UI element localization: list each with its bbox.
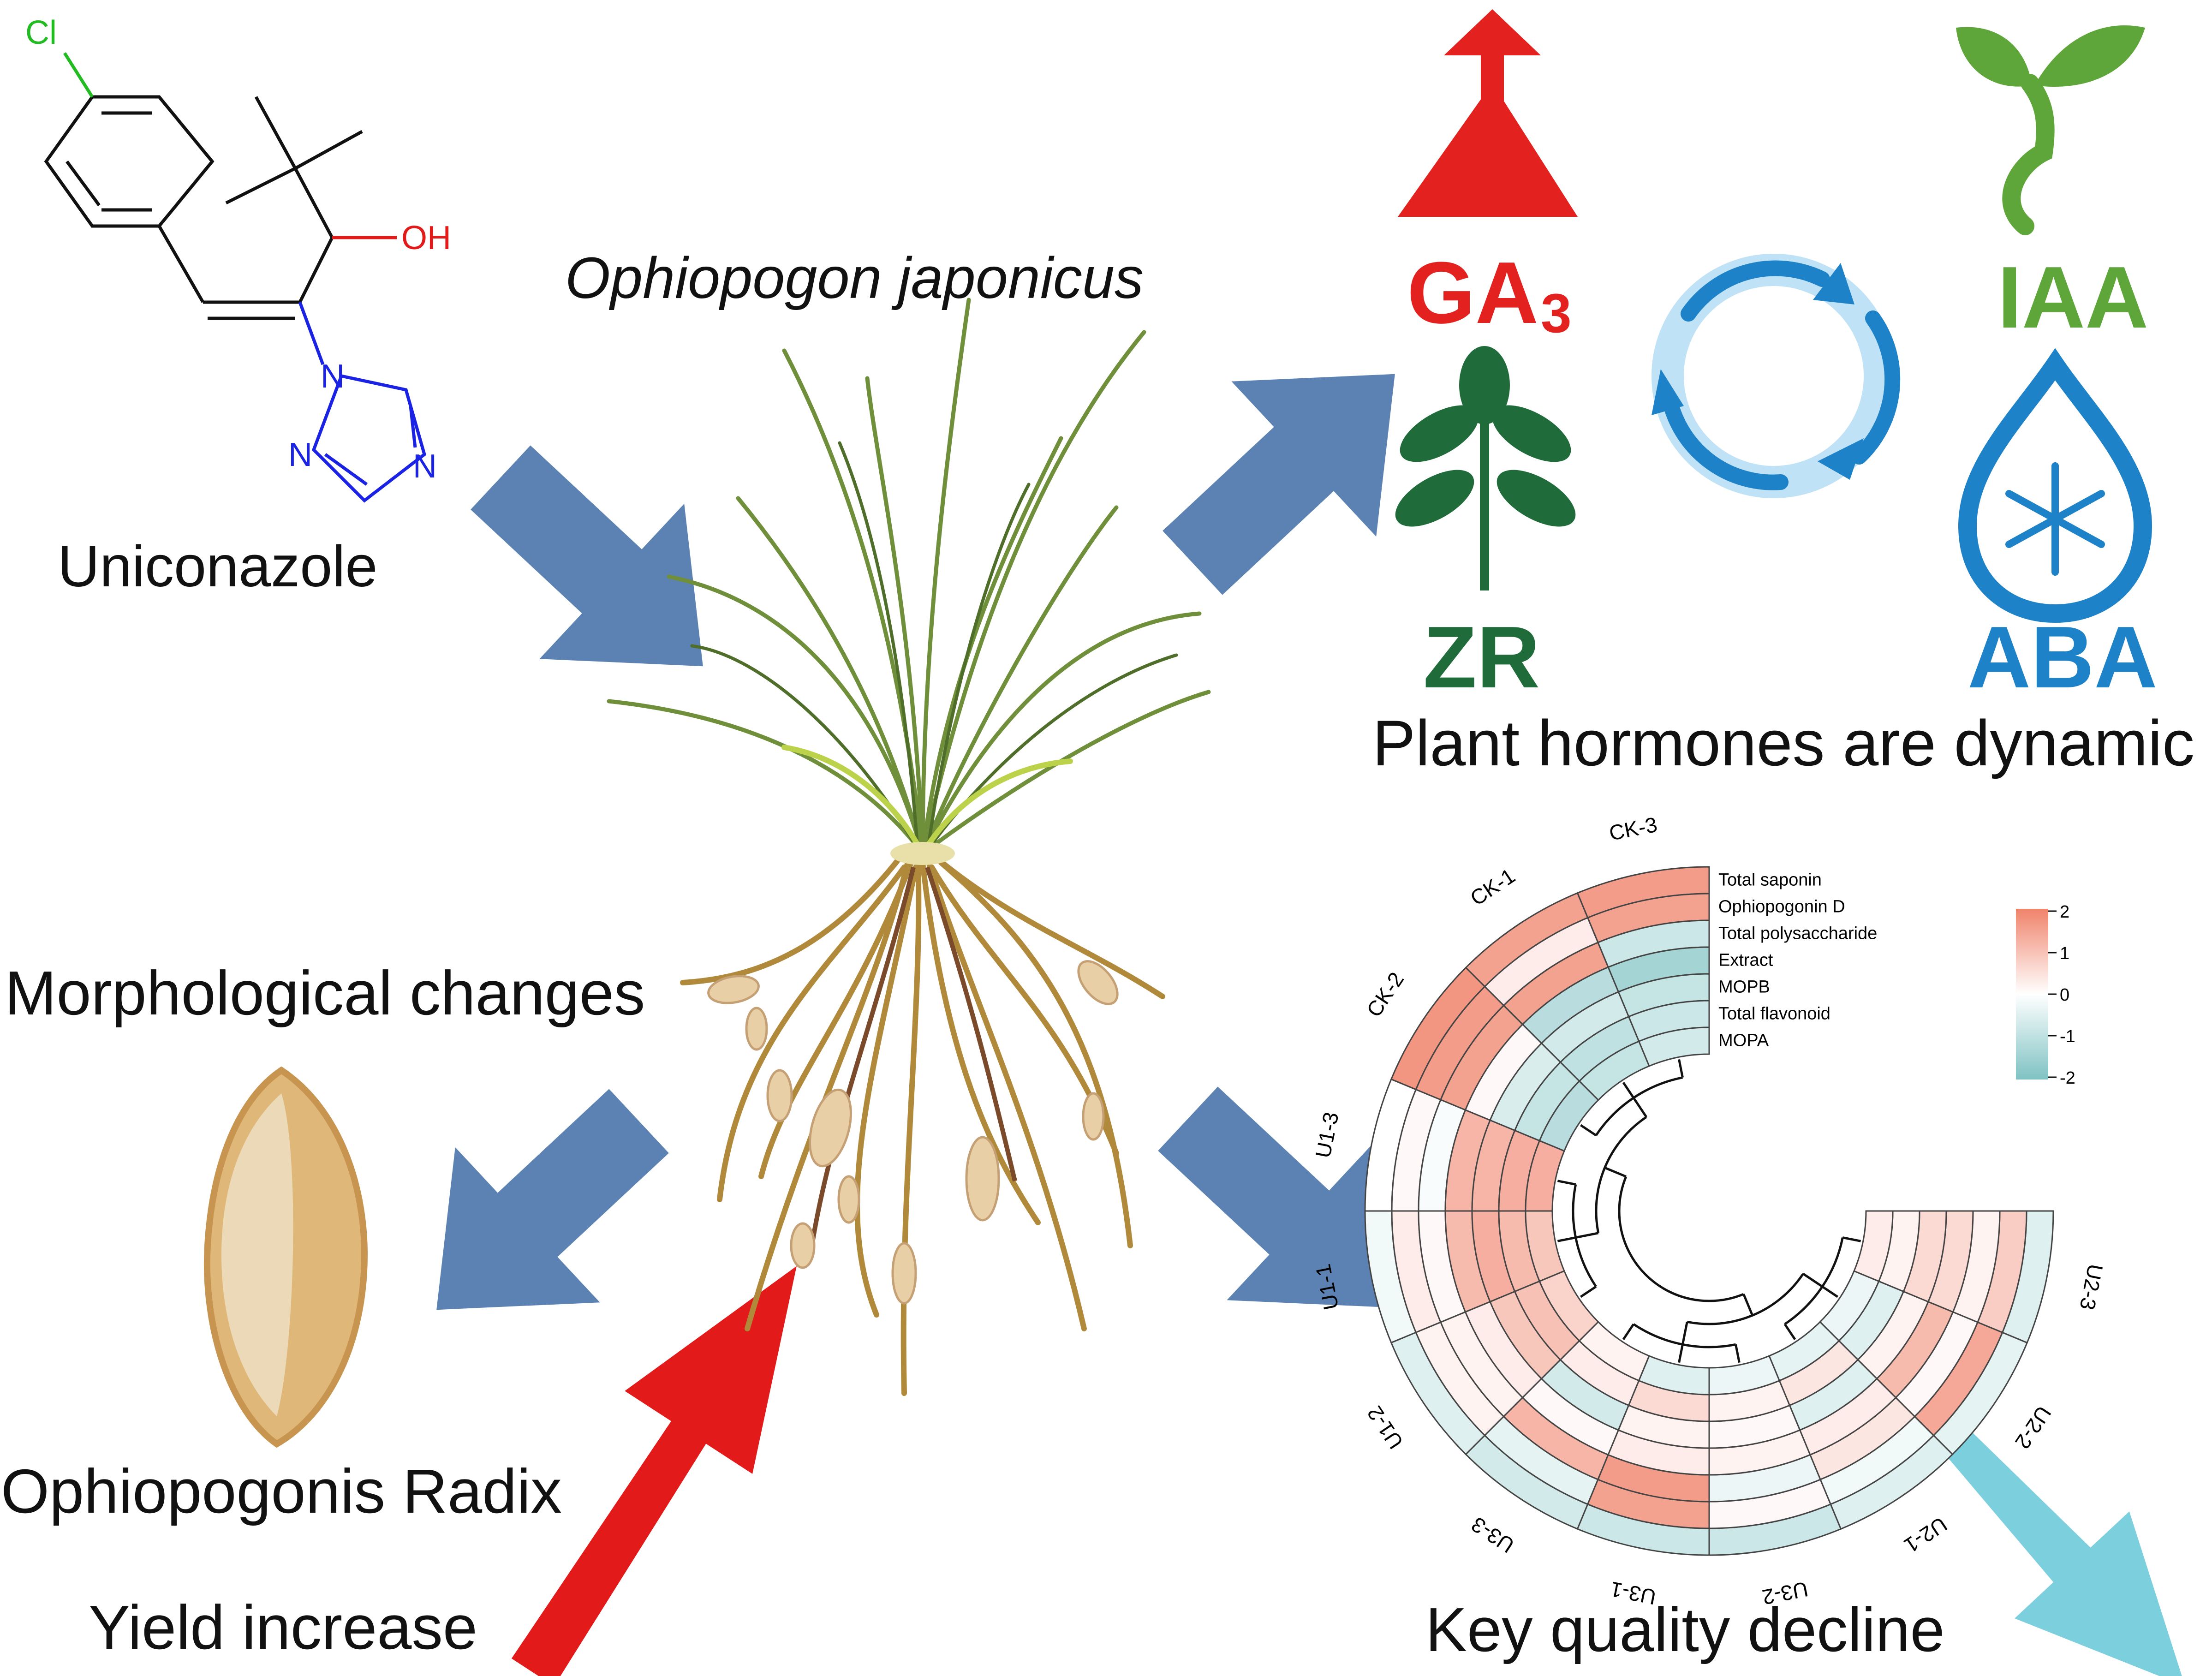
heatmap-column-label: U3-2 bbox=[1760, 1577, 1810, 1609]
legend-tick-label: 0 bbox=[2060, 985, 2069, 1005]
chlorine-atom: Cl bbox=[25, 14, 57, 51]
plant-species-label: Ophiopogon japonicus bbox=[565, 245, 1144, 310]
hormones-caption: Plant hormones are dynamic bbox=[1372, 707, 2194, 779]
radix-tuber-icon bbox=[203, 1066, 368, 1448]
heatmap-column-label: U3-3 bbox=[1467, 1512, 1519, 1558]
heatmap-row-label: MOPB bbox=[1718, 978, 1770, 997]
ga3-arrow-icon bbox=[1398, 9, 1578, 217]
nitrogen-atom-2: N bbox=[288, 436, 312, 473]
heatmap-column-label: U1-2 bbox=[1362, 1402, 1408, 1453]
aba-label: ABA bbox=[1968, 608, 2158, 706]
heatmap-row-label: Total polysaccharide bbox=[1718, 924, 1877, 943]
heatmap-row-label: Total flavonoid bbox=[1718, 1004, 1830, 1024]
yield-increase-arrow bbox=[511, 1266, 797, 1676]
arrow-molecule-to-plant bbox=[471, 445, 703, 667]
zr-sprig-icon bbox=[1395, 346, 1576, 590]
uniconazole-structure bbox=[44, 52, 427, 503]
aba-droplet-icon bbox=[1958, 348, 2152, 623]
legend-tick-label: -1 bbox=[2060, 1027, 2075, 1046]
heatmap-column-label: U2-1 bbox=[1900, 1512, 1951, 1558]
yield-caption: Yield increase bbox=[89, 1592, 477, 1662]
radix-caption: Ophiopogonis Radix bbox=[1, 1456, 562, 1526]
heatmap-cell bbox=[1853, 1210, 1894, 1282]
heatmap-column-label: U2-2 bbox=[2010, 1402, 2056, 1453]
morphology-caption: Morphological changes bbox=[5, 958, 645, 1028]
nitrogen-atom-3: N bbox=[413, 448, 437, 485]
legend-tick-label: 2 bbox=[2060, 902, 2069, 922]
heatmap-row-label: MOPA bbox=[1718, 1031, 1769, 1050]
heatmap-row-label: Total saponin bbox=[1718, 871, 1822, 890]
hydroxyl-group: OH bbox=[401, 220, 451, 256]
heatmap-row-label: Ophiopogonin D bbox=[1718, 897, 1845, 917]
heatmap-column-label: CK-3 bbox=[1607, 812, 1659, 845]
quality-decline-arrow bbox=[1928, 1412, 2185, 1676]
heatmap-legend-ticks: 2 1 0 -1 -2 bbox=[2048, 902, 2075, 1088]
arrow-plant-to-radix bbox=[436, 1089, 669, 1310]
heatmap-column-label: CK-2 bbox=[1362, 968, 1408, 1021]
heatmap-column-label: U2-3 bbox=[2075, 1262, 2107, 1312]
iaa-label: IAA bbox=[1997, 249, 2148, 346]
heatmap-cells bbox=[1364, 866, 2054, 1556]
heatmap-color-legend bbox=[2016, 909, 2048, 1080]
seedling-icon bbox=[1956, 25, 2145, 235]
uniconazole-label: Uniconazole bbox=[58, 534, 378, 599]
arrow-plant-to-quality bbox=[1158, 1086, 1390, 1308]
nitrogen-atom-1: N bbox=[321, 358, 345, 395]
legend-tick-label: 1 bbox=[2060, 944, 2069, 963]
heatmap-dendrogram bbox=[1557, 1059, 1861, 1363]
dendrogram-branches bbox=[1557, 1059, 1861, 1363]
ga-subscript: 3 bbox=[1541, 282, 1572, 344]
heatmap-column-label: U3-1 bbox=[1608, 1577, 1658, 1609]
arrow-plant-to-hormones bbox=[1163, 374, 1395, 595]
ga-label: GA bbox=[1407, 244, 1538, 342]
cycle-icon bbox=[1652, 254, 1901, 498]
legend-tick-label: -2 bbox=[2060, 1068, 2075, 1088]
heatmap-row-label: Extract bbox=[1718, 951, 1773, 970]
heatmap-column-label: U1-3 bbox=[1311, 1110, 1343, 1160]
heatmap-column-label: CK-1 bbox=[1466, 864, 1520, 910]
zr-label: ZR bbox=[1423, 608, 1540, 706]
quality-caption: Key quality decline bbox=[1425, 1595, 1945, 1664]
ophiopogon-plant bbox=[607, 298, 1211, 1396]
flow-arrows bbox=[436, 374, 1395, 1310]
